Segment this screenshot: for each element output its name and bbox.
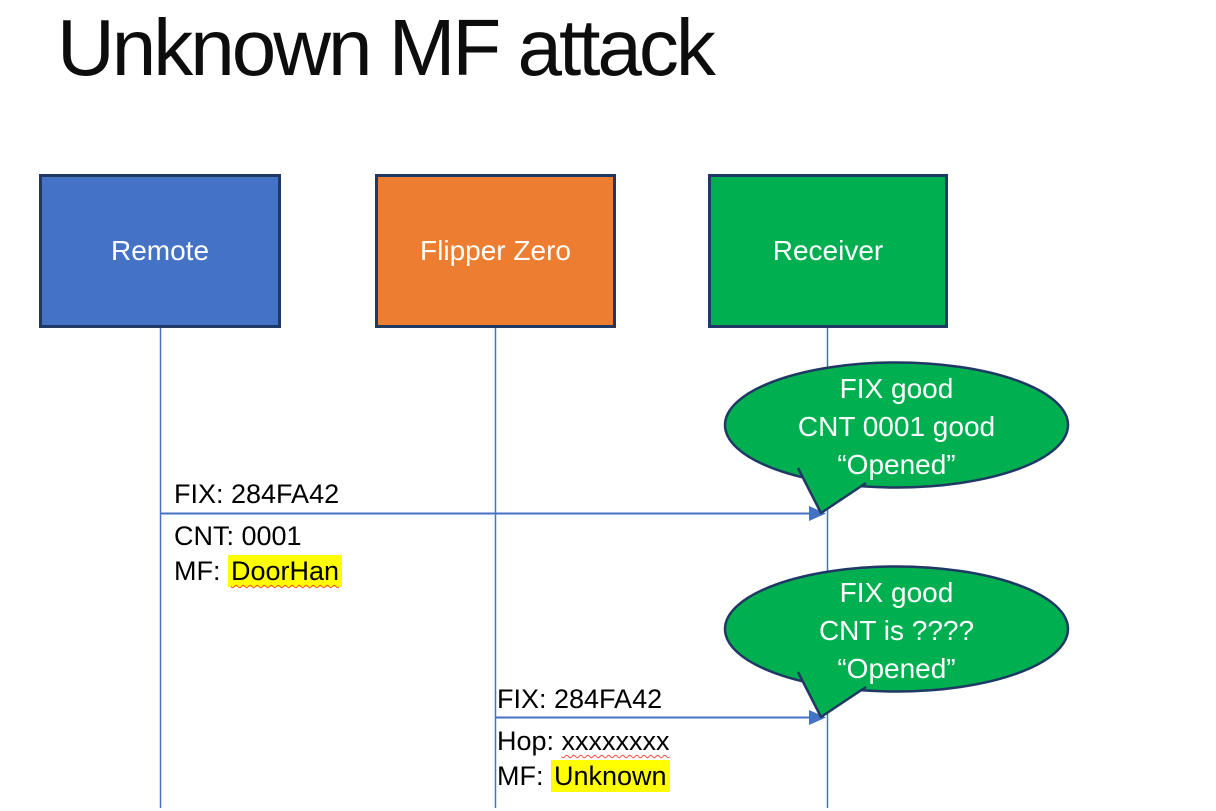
- message-1-label-cnt: CNT: 0001: [174, 521, 302, 551]
- actor-box-receiver: Receiver: [708, 174, 948, 328]
- message-2-label-mf: MF: Unknown: [497, 760, 670, 792]
- actor-label-flipper-zero: Flipper Zero: [420, 235, 571, 266]
- speech-bubble-2-body: [723, 565, 1070, 693]
- bubble-2-line-2: CNT is ????: [818, 615, 975, 646]
- slide-title: Unknown MF attack: [57, 3, 716, 92]
- message-1-label-mf: MF: DoorHan: [174, 555, 343, 587]
- bubble-2-line-3: “Opened”: [837, 653, 956, 684]
- speech-bubble-1-text: FIX good CNT 0001 good “Opened”: [725, 370, 1068, 484]
- speech-bubble-1-tail-outline: [796, 467, 867, 515]
- message-1-fix-text: FIX: 284FA42: [174, 479, 340, 509]
- speech-bubble-2: [723, 565, 1070, 719]
- speech-bubble-1-body: [723, 361, 1070, 489]
- message-1-mf-value-highlighted: DoorHan: [228, 555, 343, 587]
- bubble-1-line-2: CNT 0001 good: [797, 411, 996, 442]
- message-2-label-hop: Hop: xxxxxxxx: [497, 726, 670, 756]
- speech-bubble-1: [723, 361, 1070, 515]
- speech-bubble-1-tail: [798, 468, 866, 513]
- message-2-mf-value-highlighted: Unknown: [551, 760, 670, 792]
- message-arrow-2-head: [809, 710, 826, 725]
- actor-label-remote: Remote: [110, 235, 210, 266]
- actor-box-flipper-zero: Flipper Zero: [375, 174, 616, 328]
- bubble-2-line-1: FIX good: [839, 577, 954, 608]
- message-2-label-fix: FIX: 284FA42: [497, 684, 662, 714]
- message-2-mf-prefix: MF:: [497, 761, 551, 791]
- message-1-cnt-text: CNT: 0001: [174, 521, 302, 551]
- message-2-fix-text: FIX: 284FA42: [497, 684, 663, 714]
- actor-box-remote: Remote: [39, 174, 281, 328]
- message-arrow-1-head: [809, 506, 826, 521]
- message-2-hop-value: xxxxxxxx: [561, 726, 670, 756]
- speech-bubble-2-text: FIX good CNT is ???? “Opened”: [725, 574, 1068, 688]
- speech-bubble-2-tail-outline: [796, 671, 867, 719]
- bubble-1-line-1: FIX good: [839, 373, 954, 404]
- speech-bubble-2-tail: [798, 672, 866, 717]
- bubble-1-line-3: “Opened”: [837, 449, 956, 480]
- message-1-label-fix: FIX: 284FA42: [174, 479, 339, 509]
- actor-label-receiver: Receiver: [772, 235, 884, 266]
- message-1-mf-prefix: MF:: [174, 556, 228, 586]
- message-2-hop-prefix: Hop:: [497, 726, 562, 756]
